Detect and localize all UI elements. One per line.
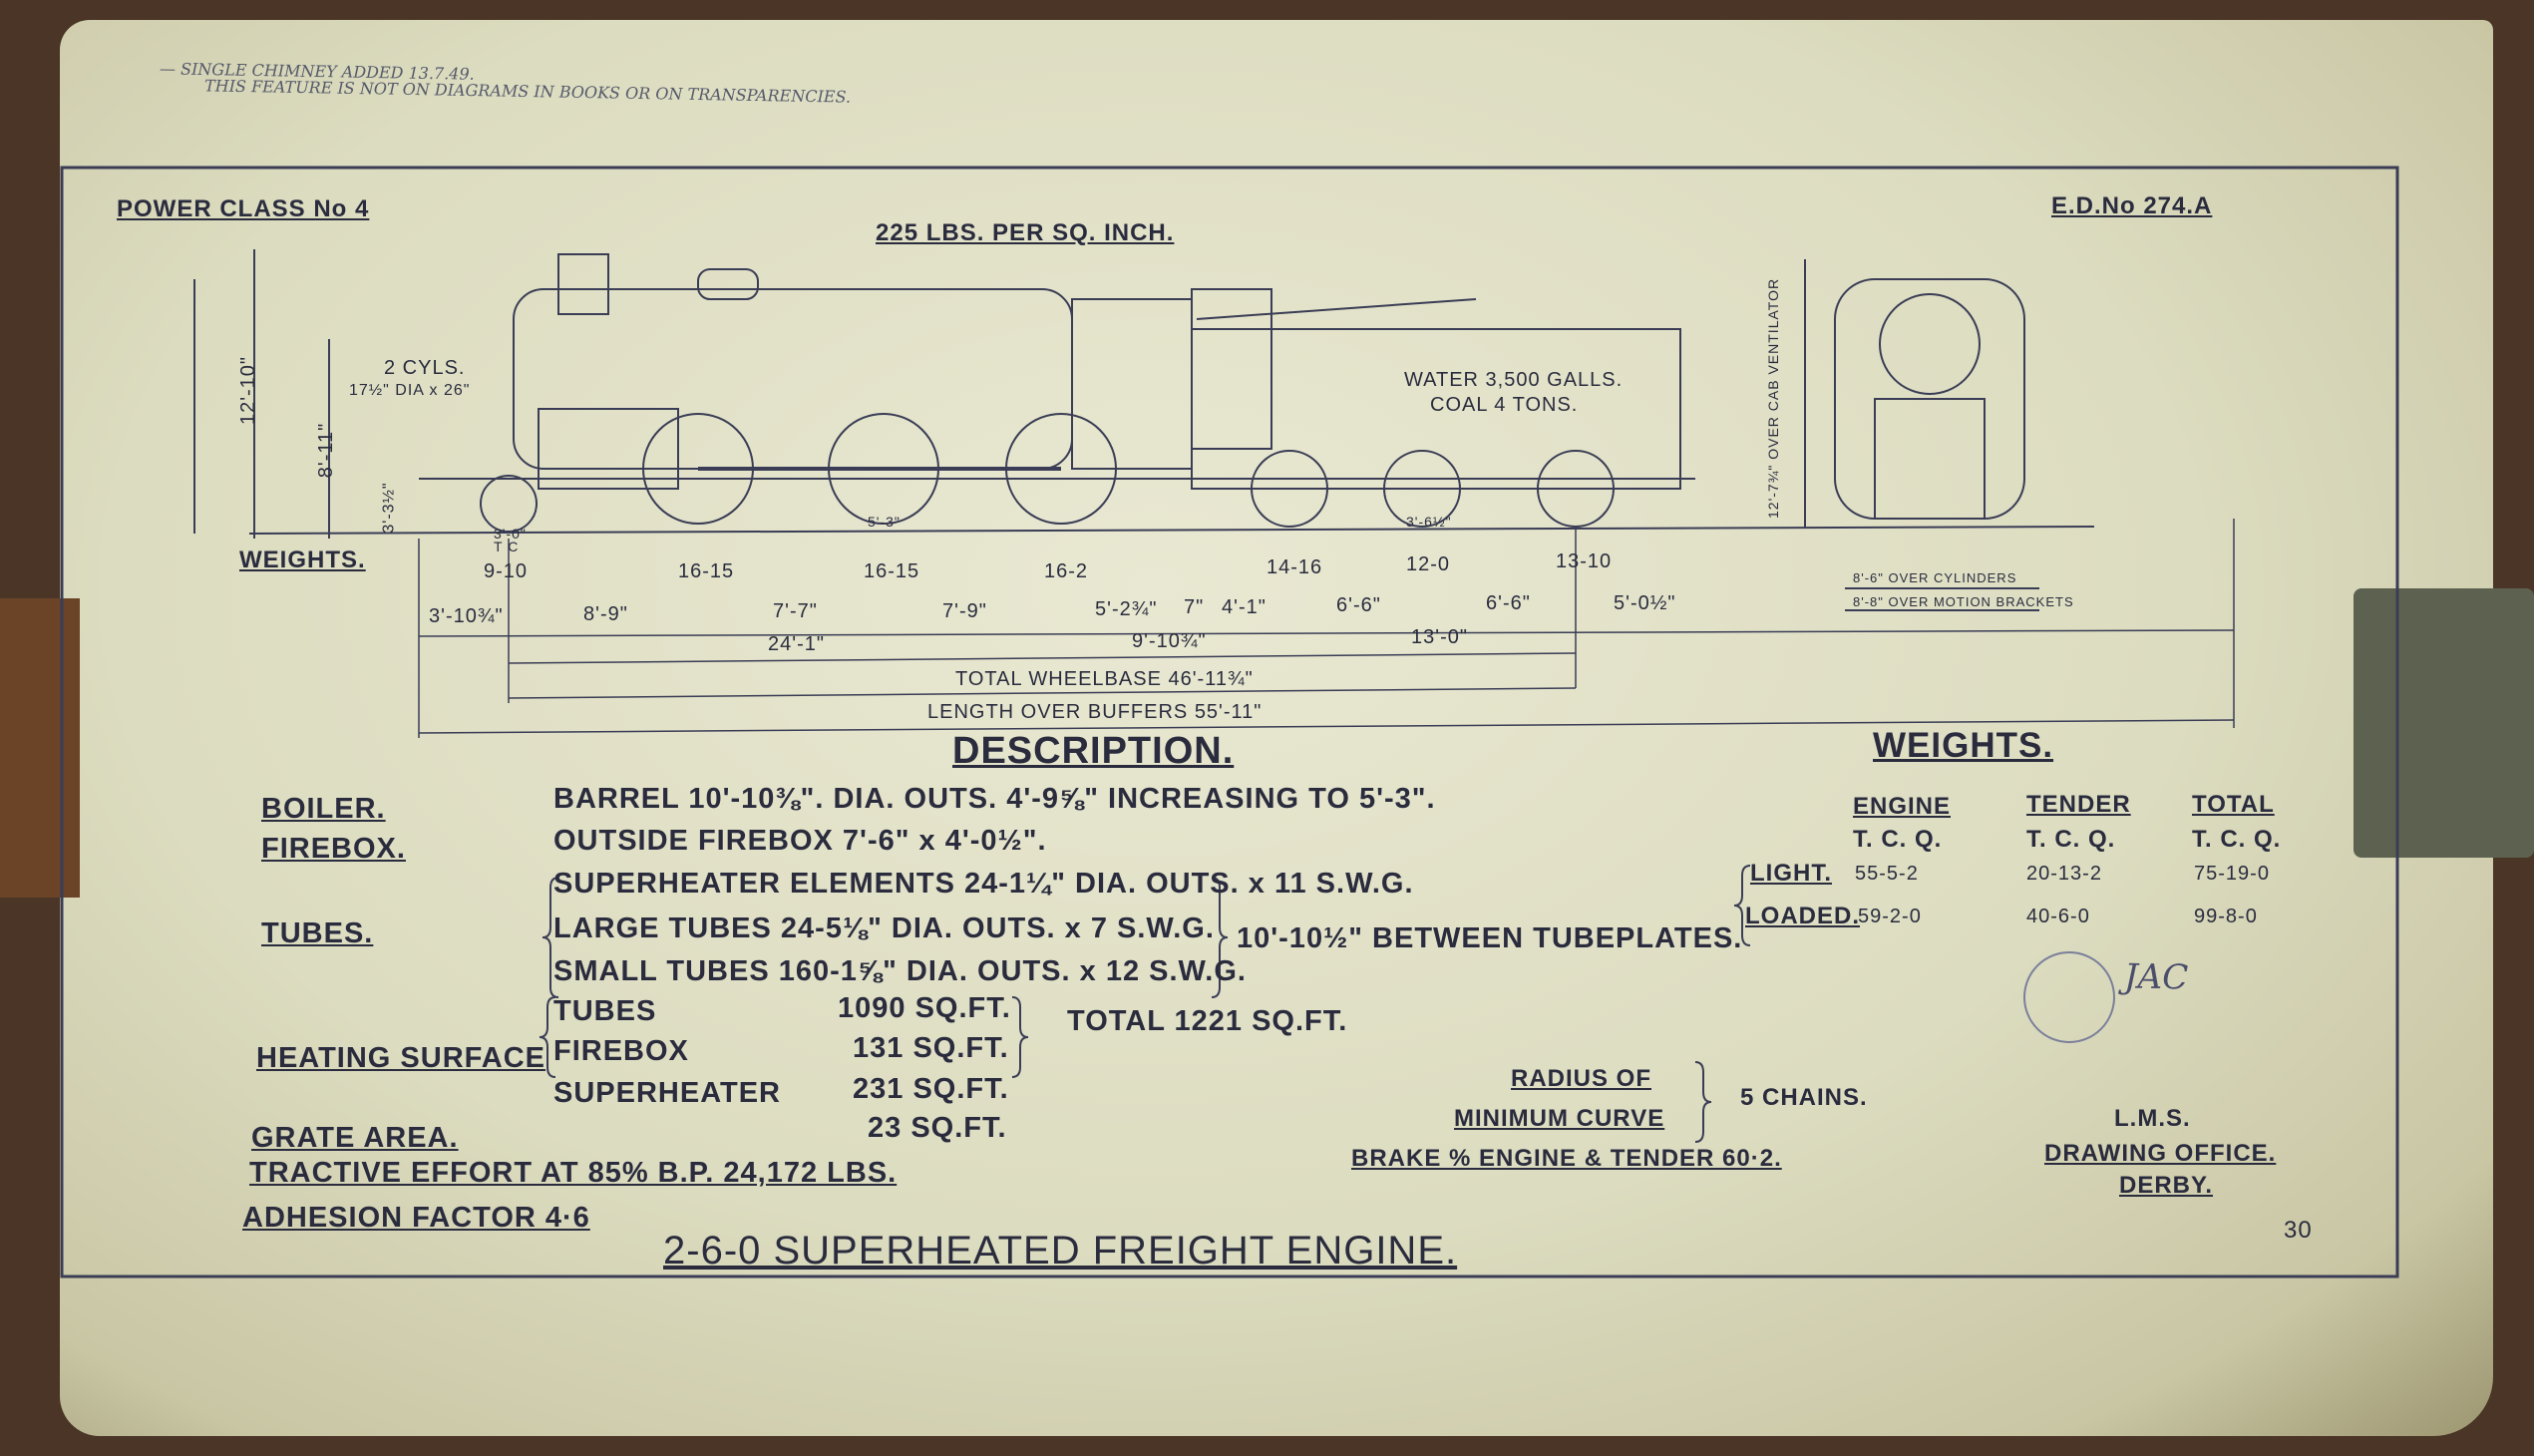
grate-value: 23 SQ.FT. (868, 1112, 1007, 1144)
tubes-row: LARGE TUBES 24-5⅛" DIA. OUTS. x 7 S.W.G. (553, 912, 1215, 944)
boiler-text: BARREL 10'-10⅜". DIA. OUTS. 4'-9⅝" INCRE… (553, 783, 1436, 815)
cylinders-label: 2 CYLS. (384, 357, 466, 379)
boiler-label: BOILER. (261, 793, 386, 825)
tractive-effort: TRACTIVE EFFORT AT 85% B.P. 24,172 LBS. (249, 1157, 898, 1189)
weight-cell: 55-5-2 (1855, 863, 1919, 885)
heating-value: 131 SQ.FT. (853, 1032, 1009, 1064)
dimension: 5'-2¾" (1095, 598, 1158, 620)
locomotive-front-view (1804, 259, 2039, 611)
axle-weight: 16-15 (678, 560, 735, 582)
axle-weight: 13-10 (1556, 550, 1613, 572)
cylinder-dims: 17½" DIA x 26" (349, 382, 471, 399)
dimension: 8'-9" (583, 603, 628, 625)
heating-name: TUBES (553, 995, 657, 1027)
col-engine: ENGINE (1853, 793, 1952, 820)
locomotive-side-view (193, 249, 2095, 539)
description-title: DESCRIPTION. (952, 730, 1235, 772)
wheel-dia-driving: 5'-3" (868, 514, 901, 530)
weight-cell: 20-13-2 (2026, 863, 2102, 885)
heating-label: HEATING SURFACE (256, 1042, 545, 1074)
weight-cell: 59-2-0 (1858, 906, 1922, 927)
brake-percentage: BRAKE % ENGINE & TENDER 60·2. (1351, 1145, 1782, 1172)
heating-value: 1090 SQ.FT. (838, 992, 1011, 1024)
sheet-number: 30 (2284, 1217, 2313, 1244)
dimension: 4'-1" (1222, 596, 1267, 618)
dimension: 7'-9" (942, 600, 987, 622)
wheel-dia-tender: 3'-6½" (1406, 514, 1452, 530)
stone-weight (2353, 588, 2534, 858)
dimension: 7" (1184, 596, 1205, 618)
dimension: 9'-10¾" (1132, 630, 1207, 652)
dimension: 24'-1" (768, 633, 825, 655)
curve-label-1: RADIUS OF (1511, 1065, 1651, 1092)
dimension: 3'-10¾" (429, 605, 504, 627)
dimension: 7'-7" (773, 600, 818, 622)
dimension: 13'-0" (1411, 626, 1468, 648)
wheel-dia-bogie: 3'-0" (494, 526, 527, 542)
front-height: 12'-7¾" OVER CAB VENTILATOR (1765, 277, 1781, 519)
tubeplates: 10'-10½" BETWEEN TUBEPLATES. (1237, 922, 1743, 954)
heating-name: SUPERHEATER (553, 1077, 781, 1109)
office-line-2: DRAWING OFFICE. (2044, 1140, 2277, 1167)
length-over-buffers: LENGTH OVER BUFFERS 55'-11" (927, 701, 1263, 723)
drawing-paper (60, 20, 2493, 1436)
boiler-height: 8'-11" (315, 422, 338, 479)
col-tender: TENDER (2026, 791, 2131, 818)
wood-block (0, 598, 80, 898)
axle-weight: 12-0 (1406, 553, 1451, 575)
office-line-3: DERBY. (2119, 1172, 2214, 1199)
axle-weights-label: WEIGHTS. (239, 546, 366, 573)
axle-weight: 16-2 (1044, 560, 1089, 582)
axle-weight: 9-10 (484, 560, 529, 582)
axle-weight: 16-15 (864, 560, 920, 582)
units-tender: T. C. Q. (2026, 826, 2116, 853)
loaded-label: LOADED. (1745, 903, 1860, 929)
axle-weight: 14-16 (1267, 556, 1323, 578)
office-stamp (2023, 951, 2115, 1043)
heating-value: 231 SQ.FT. (853, 1073, 1009, 1105)
frame-border (60, 166, 2399, 1278)
edn-number: E.D.No 274.A (2051, 192, 2213, 219)
curve-label-2: MINIMUM CURVE (1454, 1105, 1665, 1132)
weight-cell: 99-8-0 (2194, 906, 2258, 927)
weights-title: WEIGHTS. (1873, 726, 2054, 765)
weight-cell: 75-19-0 (2194, 863, 2270, 885)
col-total: TOTAL (2192, 791, 2275, 818)
over-motion-brackets: 8'-8" OVER MOTION BRACKETS (1853, 594, 2074, 609)
weight-cell: 40-6-0 (2026, 906, 2090, 927)
coal-capacity: COAL 4 TONS. (1430, 394, 1579, 416)
curve-value: 5 CHAINS. (1740, 1084, 1868, 1111)
drawing-title: 2-6-0 SUPERHEATED FREIGHT ENGINE. (663, 1229, 1458, 1273)
axle-height: 3'-3½" (380, 482, 398, 534)
dimension-lines (418, 519, 2235, 738)
light-label: LIGHT. (1750, 860, 1832, 887)
firebox-label: FIREBOX. (261, 833, 406, 865)
over-cylinders: 8'-6" OVER CYLINDERS (1853, 570, 2017, 585)
axle-unit: T C (494, 539, 520, 554)
power-class: POWER CLASS No 4 (117, 195, 370, 222)
tubes-row: SUPERHEATER ELEMENTS 24-1¼" DIA. OUTS. x… (553, 868, 1414, 900)
water-capacity: WATER 3,500 GALLS. (1404, 369, 1624, 391)
office-line-1: L.M.S. (2114, 1105, 2191, 1132)
dimension: 5'-0½" (1614, 592, 1676, 614)
boiler-pressure: 225 LBS. PER SQ. INCH. (876, 219, 1175, 246)
units-total: T. C. Q. (2192, 826, 2282, 853)
grate-label: GRATE AREA. (251, 1122, 459, 1154)
adhesion-factor: ADHESION FACTOR 4·6 (242, 1202, 590, 1234)
initials-signature: JAC (2123, 956, 2189, 998)
dimension: 6'-6" (1336, 594, 1381, 616)
tubes-row: SMALL TUBES 160-1⅝" DIA. OUTS. x 12 S.W.… (553, 955, 1247, 987)
heating-total: TOTAL 1221 SQ.FT. (1067, 1005, 1348, 1037)
firebox-text: OUTSIDE FIREBOX 7'-6" x 4'-0½". (553, 825, 1047, 857)
dimension: 6'-6" (1486, 592, 1531, 614)
height-dimension: 12'-10" (237, 355, 260, 426)
units-engine: T. C. Q. (1853, 826, 1943, 853)
tubes-label: TUBES. (261, 917, 374, 949)
heating-name: FIREBOX (553, 1035, 689, 1067)
total-wheelbase: TOTAL WHEELBASE 46'-11¾" (955, 668, 1254, 690)
